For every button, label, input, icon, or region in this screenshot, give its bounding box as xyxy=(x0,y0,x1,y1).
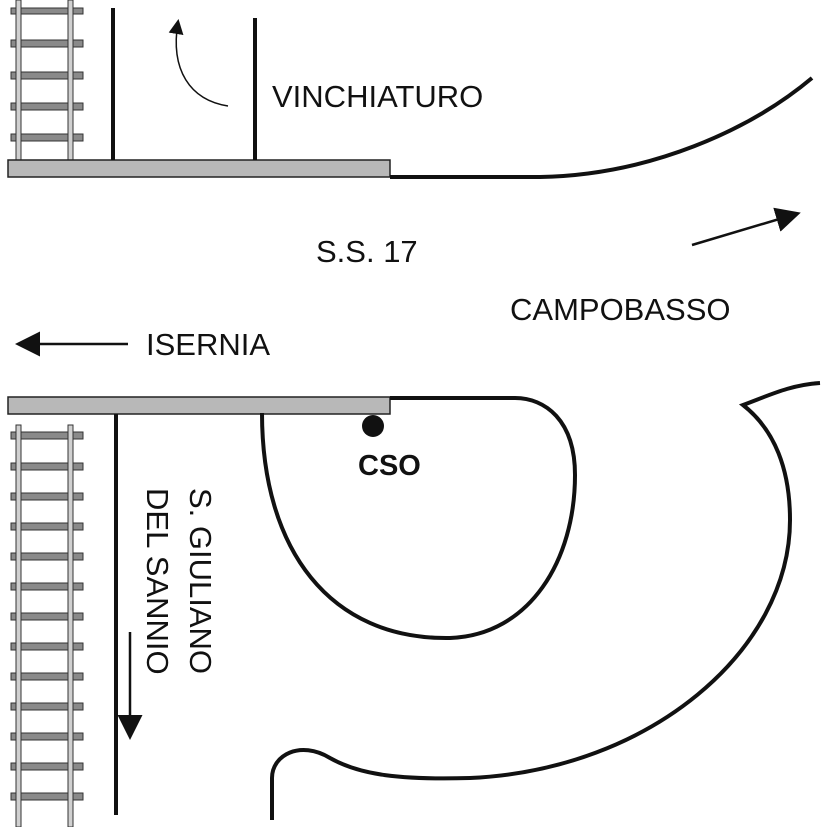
vinchiaturo-direction-arrow-icon xyxy=(168,19,229,107)
label-isernia: ISERNIA xyxy=(146,327,270,362)
label-cso: CSO xyxy=(358,450,421,482)
rail-bar-bottom xyxy=(7,396,391,415)
road-edge-outer-curve xyxy=(270,381,821,820)
campobasso-direction-arrow-icon xyxy=(691,207,801,247)
label-san-giuliano-line1: S. GIULIANO xyxy=(183,488,218,674)
railway-track-bottom-icon xyxy=(10,424,84,827)
label-ss17: S.S. 17 xyxy=(316,234,418,269)
road-edge-top-campobasso xyxy=(390,76,814,179)
label-san-giuliano-line2: DEL SANNIO xyxy=(140,488,175,675)
rail-bar-top xyxy=(7,159,391,178)
road-edge-loop xyxy=(260,396,578,641)
railway-track-top-icon xyxy=(10,0,84,161)
location-dot-icon xyxy=(362,415,384,437)
label-vinchiaturo: VINCHIATURO xyxy=(272,79,483,114)
label-campobasso: CAMPOBASSO xyxy=(510,292,731,327)
